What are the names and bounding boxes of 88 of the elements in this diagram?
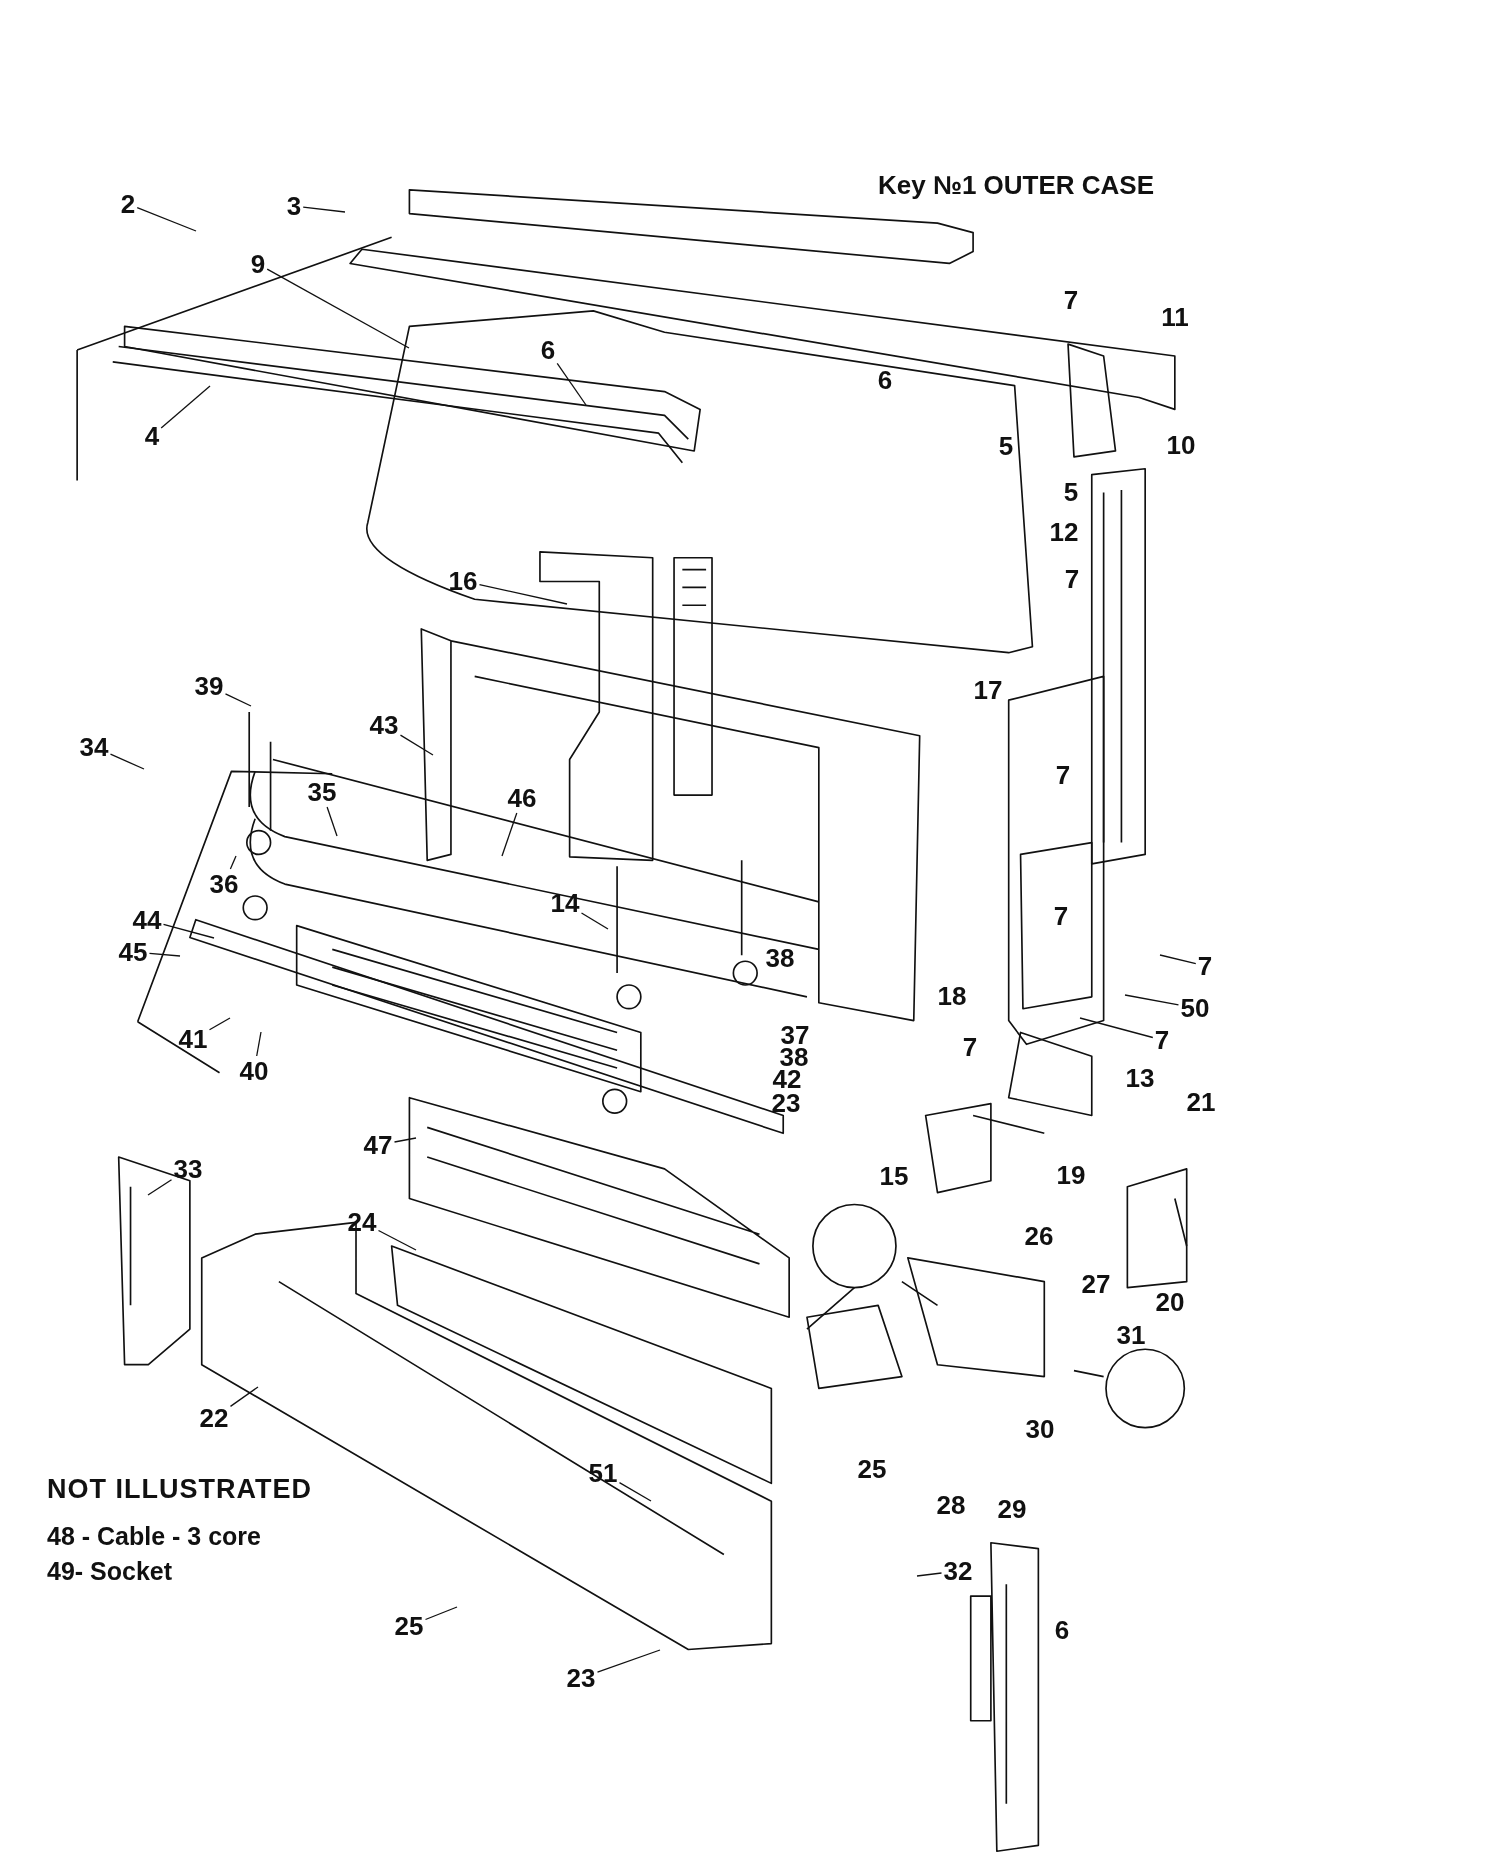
callout-number: 10	[1166, 432, 1196, 458]
callout-number: 29	[997, 1496, 1027, 1522]
parts-note: 48 - Cable - 3 core	[47, 1524, 261, 1549]
section-heading: NOT ILLUSTRATED	[47, 1476, 312, 1503]
leader-line	[377, 1229, 417, 1251]
callout-number: 6	[540, 337, 556, 363]
callout-number: 32	[943, 1558, 973, 1584]
callout-number: 9	[250, 251, 266, 277]
callout-number: 3	[286, 193, 302, 219]
leader-line	[618, 1481, 652, 1502]
callout-number: 4	[144, 423, 160, 449]
leader-line	[501, 812, 518, 857]
callout-number: 51	[588, 1460, 618, 1486]
callout-number: 24	[347, 1209, 377, 1235]
callout-number: 7	[962, 1034, 978, 1060]
callout-number: 47	[363, 1132, 393, 1158]
callout-number: 6	[877, 367, 893, 393]
callout-number: 7	[1154, 1027, 1170, 1053]
parts-note: 49- Socket	[47, 1559, 173, 1584]
callout-number: 31	[1116, 1322, 1146, 1348]
leader-line	[478, 583, 568, 605]
callout-number: 13	[1125, 1065, 1155, 1091]
leader-line	[224, 693, 252, 707]
callout-number: 35	[307, 779, 337, 805]
callout-number: 40	[239, 1058, 269, 1084]
leader-line	[229, 1386, 259, 1408]
leader-line	[326, 806, 338, 837]
leader-line	[393, 1137, 417, 1143]
callout-number: 41	[178, 1026, 208, 1052]
callout-number: 27	[1081, 1271, 1111, 1297]
leader-line	[556, 362, 587, 406]
callout-number: 46	[507, 785, 537, 811]
leader-line	[916, 1572, 943, 1577]
callout-number: 5	[1063, 479, 1079, 505]
callout-number: 50	[1180, 995, 1210, 1021]
callout-number: 5	[998, 433, 1014, 459]
callout-number: 20	[1155, 1289, 1185, 1315]
leader-line	[266, 268, 410, 349]
leader-line	[424, 1606, 458, 1621]
callout-number: 12	[1049, 519, 1079, 545]
leader-line	[136, 207, 197, 232]
callout-number: 21	[1186, 1089, 1216, 1115]
callout-number: 33	[173, 1156, 203, 1182]
callout-number: 26	[1024, 1223, 1054, 1249]
leader-line	[1159, 954, 1197, 965]
leader-line	[596, 1649, 661, 1673]
callout-number: 16	[448, 568, 478, 594]
callout-number: 18	[937, 983, 967, 1009]
callout-number: 45	[118, 939, 148, 965]
callout-number: 36	[209, 871, 239, 897]
callout-number: 11	[1161, 304, 1189, 330]
callout-number: 7	[1053, 903, 1069, 929]
leader-line	[580, 912, 609, 930]
callout-number: 23	[771, 1090, 801, 1116]
leader-line	[1124, 994, 1180, 1006]
callout-number: 7	[1063, 287, 1079, 313]
callout-number: 6	[1054, 1617, 1070, 1643]
callout-number: 30	[1025, 1416, 1055, 1442]
leader-line	[399, 734, 434, 756]
callout-number: 7	[1055, 762, 1071, 788]
leader-line	[109, 753, 145, 770]
callout-number: 28	[936, 1492, 966, 1518]
callout-number: 19	[1056, 1162, 1086, 1188]
diagram-title: Key №1 OUTER CASE	[878, 172, 1155, 198]
leader-line	[256, 1031, 262, 1057]
callout-number: 43	[369, 712, 399, 738]
callout-number: 7	[1064, 566, 1080, 592]
callout-number: 23	[566, 1665, 596, 1691]
leader-line	[302, 206, 346, 213]
callout-number: 44	[132, 907, 162, 933]
callout-number: 38	[765, 945, 795, 971]
leader-line	[160, 385, 211, 429]
callout-number: 34	[79, 734, 109, 760]
callout-number: 39	[194, 673, 224, 699]
leader-line	[162, 923, 215, 939]
leader-line	[1079, 1017, 1154, 1039]
callout-number: 25	[857, 1456, 887, 1482]
callout-number: 17	[973, 677, 1003, 703]
callout-number: 25	[394, 1613, 424, 1639]
leader-line	[148, 952, 181, 957]
leader-line	[147, 1179, 173, 1196]
callout-number: 15	[879, 1163, 909, 1189]
callout-number: 22	[199, 1405, 229, 1431]
callout-number: 14	[550, 890, 580, 916]
leader-line	[208, 1017, 231, 1031]
callout-number: 7	[1197, 953, 1213, 979]
leader-line	[229, 855, 237, 870]
callout-number: 2	[120, 191, 136, 217]
